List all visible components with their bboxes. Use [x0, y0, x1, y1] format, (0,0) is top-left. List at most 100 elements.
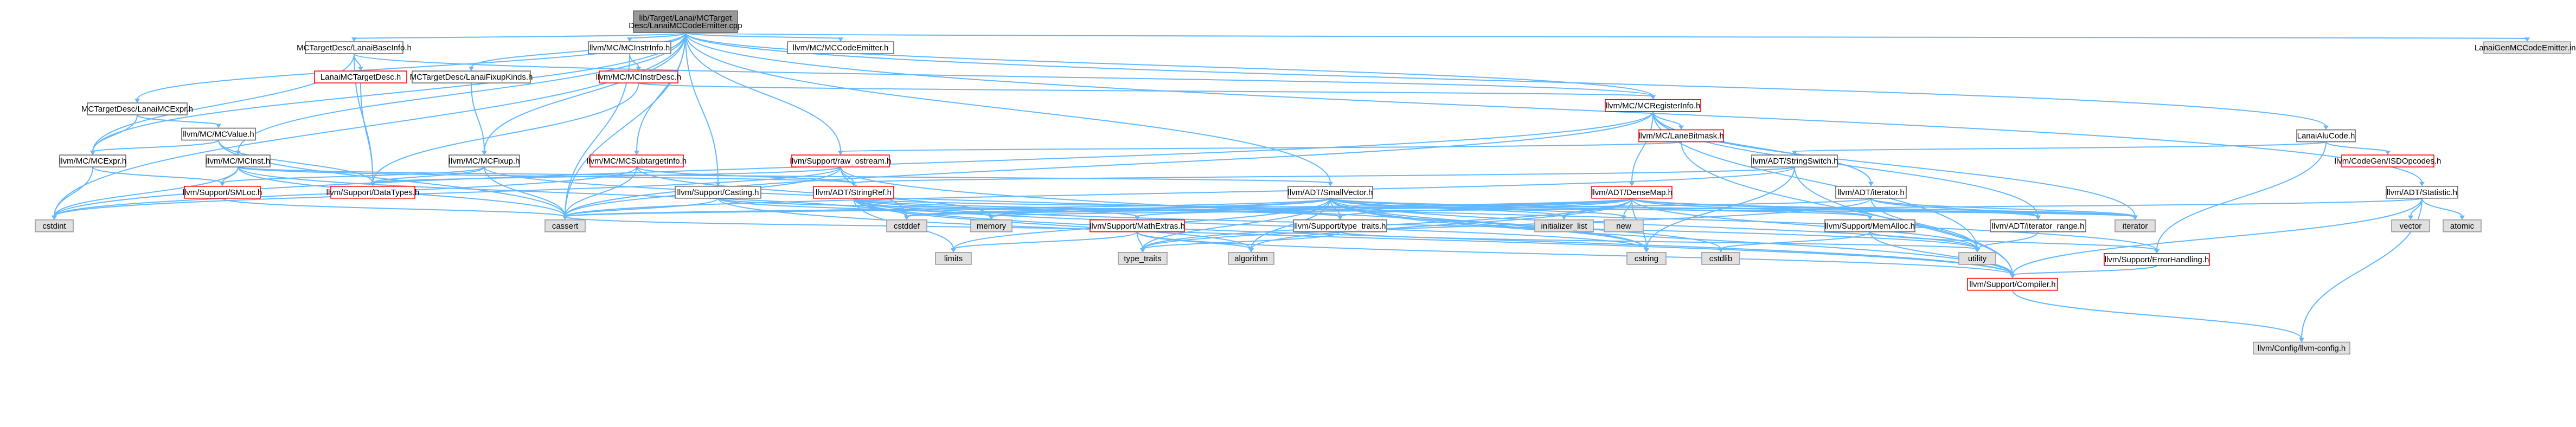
- node-memalloc[interactable]: llvm/Support/MemAlloc.h: [1824, 219, 1915, 232]
- node-label-smloc-0: llvm/Support/SMLoc.h: [183, 188, 262, 197]
- node-box-subtargetinfo: [589, 154, 684, 167]
- node-box-lanaimcexpr: [87, 102, 188, 115]
- node-smallvector[interactable]: llvm/ADT/SmallVector.h: [1287, 185, 1373, 199]
- node-label-errorhandling-0: llvm/Support/ErrorHandling.h: [2105, 255, 2209, 264]
- node-box-initlist: [1534, 219, 1594, 232]
- node-statistic[interactable]: llvm/ADT/Statistic.h: [2386, 185, 2458, 199]
- node-box-mccodeemitter: [787, 41, 894, 54]
- node-label-mcinstrdesc-0: llvm/MC/MCInstrDesc.h: [596, 73, 682, 82]
- edge-arrowhead-fixupkinds-to-mcfixup: [482, 151, 487, 156]
- edge-arrowhead-root-to-mccodeemitter: [838, 37, 843, 42]
- node-mcinstrinfo[interactable]: llvm/MC/MCInstrInfo.h: [588, 41, 671, 54]
- node-label-memalloc-0: llvm/Support/MemAlloc.h: [1825, 222, 1915, 231]
- edge-mcinst-to-cstdint: [54, 166, 239, 217]
- node-mathextras[interactable]: llvm/Support/MathExtras.h: [1090, 219, 1185, 232]
- node-label-adtiterator-0: llvm/ADT/iterator.h: [1837, 188, 1904, 197]
- edge-arrowhead-mcregisterinfo-to-lanebitmask: [1678, 125, 1684, 130]
- node-label-initlist-0: initializer_list: [1541, 222, 1587, 231]
- node-box-cstdlib: [1701, 252, 1740, 265]
- edge-arrowhead-lanaibaseinfo-to-lanaitargetdesc: [358, 67, 363, 72]
- edge-arrowhead-mcregisterinfo-to-adtiterator: [1868, 182, 1874, 186]
- node-adtiterator[interactable]: llvm/ADT/iterator.h: [1835, 185, 1907, 199]
- edge-lanaimcexpr-to-mcexpr: [92, 114, 138, 152]
- node-root[interactable]: lib/Target/Lanai/MCTargetDesc/LanaiMCCod…: [629, 10, 742, 33]
- edge-typetraitsh-to-typetraits: [1142, 231, 1341, 250]
- node-box-mathextras: [1090, 219, 1185, 232]
- node-label-subtargetinfo-0: llvm/MC/MCSubtargetInfo.h: [587, 157, 687, 166]
- edge-casting-to-cassert: [565, 197, 719, 217]
- node-densemap[interactable]: llvm/ADT/DenseMap.h: [1591, 185, 1673, 199]
- edge-densemap-to-typetraitsh: [1340, 197, 1632, 217]
- edge-compiler-to-llvmconfig: [2012, 290, 2302, 339]
- node-mcinstrdesc[interactable]: llvm/MC/MCInstrDesc.h: [596, 70, 682, 83]
- node-smloc[interactable]: llvm/Support/SMLoc.h: [183, 185, 262, 199]
- edge-smloc-to-cassert: [222, 197, 566, 217]
- edge-arrowhead-adtiterator-to-cstddef: [904, 215, 909, 220]
- node-subtargetinfo[interactable]: llvm/MC/MCSubtargetInfo.h: [587, 154, 687, 167]
- node-box-statistic: [2386, 185, 2458, 199]
- edge-arrowhead-rawostream-to-cstdint: [52, 215, 57, 220]
- node-box-errorhandling: [2104, 253, 2210, 266]
- node-lanaimcexpr[interactable]: MCTargetDesc/LanaiMCExpr.h: [81, 102, 193, 115]
- node-stringswitch[interactable]: llvm/ADT/StringSwitch.h: [1751, 154, 1838, 167]
- node-label-llvmconfig-0: llvm/Config/llvm-config.h: [2258, 344, 2346, 353]
- node-compiler[interactable]: llvm/Support/Compiler.h: [1967, 277, 2058, 291]
- node-box-datatypes: [330, 185, 415, 199]
- node-mcfixup[interactable]: llvm/MC/MCFixup.h: [448, 154, 520, 167]
- node-stringref[interactable]: llvm/ADT/StringRef.h: [813, 185, 894, 199]
- node-lanaitargetdesc[interactable]: LanaiMCTargetDesc.h: [314, 70, 407, 83]
- node-label-smallvector-0: llvm/ADT/SmallVector.h: [1288, 188, 1373, 197]
- edge-arrowhead-root-to-subtargetinfo: [634, 151, 639, 156]
- node-lanaialuchode[interactable]: LanaiAluCode.h: [2296, 129, 2356, 143]
- node-memory: memory: [970, 219, 1013, 232]
- node-typetraitsh[interactable]: llvm/Support/type_traits.h: [1293, 219, 1387, 232]
- node-label-mcregisterinfo-0: llvm/MC/MCRegisterInfo.h: [1605, 101, 1700, 111]
- node-label-statistic-0: llvm/ADT/Statistic.h: [2387, 188, 2457, 197]
- edge-mcvalue-to-mcexpr: [92, 139, 219, 153]
- node-label-mathextras-0: llvm/Support/MathExtras.h: [1090, 222, 1185, 231]
- node-box-stringswitch: [1751, 154, 1838, 167]
- node-label-memory-0: memory: [977, 222, 1007, 231]
- edge-mathextras-to-typetraits: [1137, 231, 1143, 249]
- edge-root-to-cassert: [565, 33, 686, 217]
- node-box-genmc: [2483, 41, 2571, 54]
- edge-root-to-cstdint: [54, 33, 686, 217]
- edge-arrowhead-root-to-mcinstrinfo: [627, 37, 632, 42]
- edge-mathextras-to-cassert: [565, 216, 1138, 232]
- node-casting[interactable]: llvm/Support/Casting.h: [675, 185, 761, 199]
- node-box-iterrange: [1990, 219, 2086, 232]
- node-rawostream[interactable]: llvm/Support/raw_ostream.h: [790, 154, 892, 167]
- edge-memalloc-to-errorhandling: [1869, 231, 2157, 251]
- edge-arrowhead-root-to-fixupkinds: [469, 67, 474, 72]
- node-mcexpr[interactable]: llvm/MC/MCExpr.h: [59, 154, 126, 167]
- edge-densemap-to-cassert: [565, 197, 1632, 217]
- node-iterrange[interactable]: llvm/ADT/iterator_range.h: [1990, 219, 2086, 232]
- node-datatypes[interactable]: llvm/Support/DataTypes.h: [326, 185, 420, 199]
- node-fixupkinds[interactable]: MCTargetDesc/LanaiFixupKinds.h: [410, 70, 533, 83]
- node-box-mcfixup: [448, 154, 520, 167]
- node-lanebitmask[interactable]: llvm/MC/LaneBitmask.h: [1638, 129, 1724, 143]
- edge-root-to-mcregisterinfo: [685, 32, 1654, 97]
- node-errorhandling[interactable]: llvm/Support/ErrorHandling.h: [2104, 253, 2210, 266]
- edge-mcinstrdesc-to-datatypes: [372, 83, 639, 183]
- node-box-mcinstrdesc: [599, 70, 678, 83]
- edge-arrowhead-memalloc-to-errorhandling: [2154, 249, 2160, 254]
- edge-arrowhead-root-to-lanaialuchode: [2323, 125, 2329, 130]
- node-lanaibaseinfo[interactable]: MCTargetDesc/LanaiBaseInfo.h: [297, 41, 412, 54]
- edge-arrowhead-lanaialuchode-to-stringswitch: [1792, 151, 1797, 156]
- node-isdopcodes[interactable]: llvm/CodeGen/ISDOpcodes.h: [2335, 154, 2442, 167]
- edge-mcexpr-to-cstdint: [54, 167, 93, 217]
- node-mccodeemitter[interactable]: llvm/MC/MCCodeEmitter.h: [787, 41, 894, 54]
- edge-arrowhead-densemap-to-cstring: [1644, 248, 1649, 253]
- node-box-typetraits: [1118, 252, 1168, 265]
- node-mcinst[interactable]: llvm/MC/MCInst.h: [206, 154, 271, 167]
- edge-arrowhead-lanaimcexpr-to-mcvalue: [216, 124, 221, 128]
- edge-root-to-lanaialuchode: [685, 32, 2327, 127]
- node-mcvalue[interactable]: llvm/MC/MCValue.h: [181, 127, 256, 141]
- node-mcregisterinfo[interactable]: llvm/MC/MCRegisterInfo.h: [1605, 99, 1701, 112]
- edge-subtargetinfo-to-stringref: [636, 166, 854, 184]
- edge-adtiterator-to-iterrange: [1870, 197, 2039, 217]
- node-label-algorithm-0: algorithm: [1234, 254, 1268, 263]
- node-box-mcinst: [206, 154, 271, 167]
